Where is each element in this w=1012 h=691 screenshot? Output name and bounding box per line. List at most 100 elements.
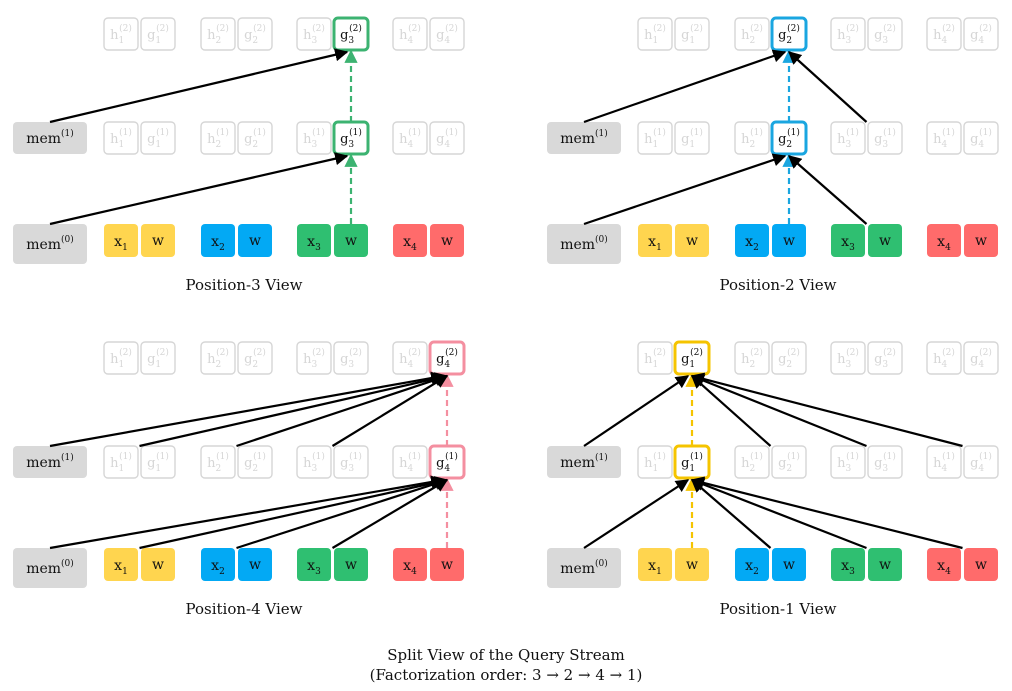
g-cell	[867, 445, 903, 479]
h-cell-label: h4(2)	[399, 347, 421, 370]
w-token-2	[772, 548, 806, 581]
mem-1-box	[13, 446, 87, 478]
w-token-2	[238, 548, 272, 581]
w-label: w	[441, 557, 453, 573]
context-arrow-l1	[331, 479, 449, 549]
x1-label: x1	[648, 234, 662, 253]
h-cell	[637, 17, 673, 51]
g-cell	[237, 341, 273, 375]
target-g-label: g1(1)	[681, 451, 703, 474]
g-cell	[963, 121, 999, 155]
context-arrow-l2	[690, 374, 867, 448]
h-cell-label: h3(1)	[303, 451, 325, 474]
g-cell	[333, 445, 369, 479]
panel-title: Position-2 View	[720, 276, 837, 294]
g-cell-label: g2(1)	[244, 451, 266, 474]
h-cell-label: h2(2)	[741, 347, 763, 370]
w-label: w	[783, 557, 795, 573]
w-label: w	[441, 233, 453, 249]
g-cell	[429, 17, 465, 51]
target-g-label: g2(2)	[778, 23, 800, 46]
w-token-1	[141, 548, 175, 581]
g-cell-label: g4(1)	[970, 127, 992, 150]
h-cell	[926, 17, 962, 51]
h-cell-label: h1(2)	[110, 23, 132, 46]
x2-token	[735, 548, 769, 581]
g-cell	[771, 341, 807, 375]
x2-token	[201, 548, 235, 581]
x1-token	[104, 548, 138, 581]
w-label: w	[249, 233, 261, 249]
g-cell	[429, 121, 465, 155]
g-cell-label: g3(2)	[874, 23, 896, 46]
x4-label: x4	[937, 234, 951, 253]
w-label: w	[152, 233, 164, 249]
h-cell-label: h2(1)	[741, 127, 763, 150]
mem1-arrow	[583, 49, 787, 124]
x2-label: x2	[211, 234, 225, 253]
w-label: w	[152, 557, 164, 573]
w-token-3	[334, 548, 368, 581]
x1-label: x1	[114, 234, 128, 253]
mem1-arrow	[49, 48, 349, 124]
x4-label: x4	[403, 558, 417, 577]
caption-line-2: (Factorization order: 3 → 2 → 4 → 1)	[370, 666, 643, 684]
h-cell	[830, 17, 866, 51]
h-cell	[637, 445, 673, 479]
x3-label: x3	[307, 558, 321, 577]
mem0-arrow	[49, 475, 445, 550]
w-token-3	[868, 224, 902, 257]
context-arrow-l2	[139, 372, 449, 448]
g-cell	[963, 17, 999, 51]
x4-label: x4	[937, 558, 951, 577]
mem0-arrow	[583, 153, 787, 226]
g-cell	[867, 17, 903, 51]
h-cell-label: h1(1)	[644, 127, 666, 150]
h-cell-label: h3(2)	[837, 23, 859, 46]
target-g-label: g4(1)	[436, 451, 458, 474]
x3-token	[297, 224, 331, 257]
g-cell-label: g4(1)	[436, 127, 458, 150]
w-token-3	[334, 224, 368, 257]
h-cell-label: h1(1)	[110, 451, 132, 474]
w-token-1	[675, 224, 709, 257]
h-cell	[637, 121, 673, 155]
h-cell	[830, 445, 866, 479]
h-cell	[103, 341, 139, 375]
h-cell-label: h2(1)	[207, 127, 229, 150]
x2-label: x2	[211, 558, 225, 577]
x4-token	[393, 548, 427, 581]
context-arrow-l2	[691, 375, 772, 447]
h-cell-label: h2(2)	[207, 347, 229, 370]
w-label: w	[345, 557, 357, 573]
g-cell	[237, 121, 273, 155]
w-token-2	[238, 224, 272, 257]
w-token-3	[868, 548, 902, 581]
h-cell-label: h3(1)	[837, 127, 859, 150]
g-cell	[963, 341, 999, 375]
x1-label: x1	[114, 558, 128, 577]
mem-1-box-label: mem(1)	[560, 128, 608, 147]
g-cell	[963, 445, 999, 479]
w-label: w	[345, 233, 357, 249]
x2-label: x2	[745, 558, 759, 577]
x2-label: x2	[745, 234, 759, 253]
g-cell	[140, 121, 176, 155]
x1-token	[638, 548, 672, 581]
w-label: w	[783, 233, 795, 249]
h-cell	[926, 445, 962, 479]
g-cell-label: g1(2)	[147, 23, 169, 46]
x3-label: x3	[307, 234, 321, 253]
context-arrow-l1	[788, 155, 868, 225]
h-cell-label: h4(2)	[399, 23, 421, 46]
h-cell	[392, 17, 428, 51]
h-cell	[103, 445, 139, 479]
target-g-label: g2(1)	[778, 127, 800, 150]
g-cell	[674, 17, 710, 51]
h-cell	[200, 121, 236, 155]
h-cell-label: h2(1)	[207, 451, 229, 474]
g-cell	[674, 121, 710, 155]
